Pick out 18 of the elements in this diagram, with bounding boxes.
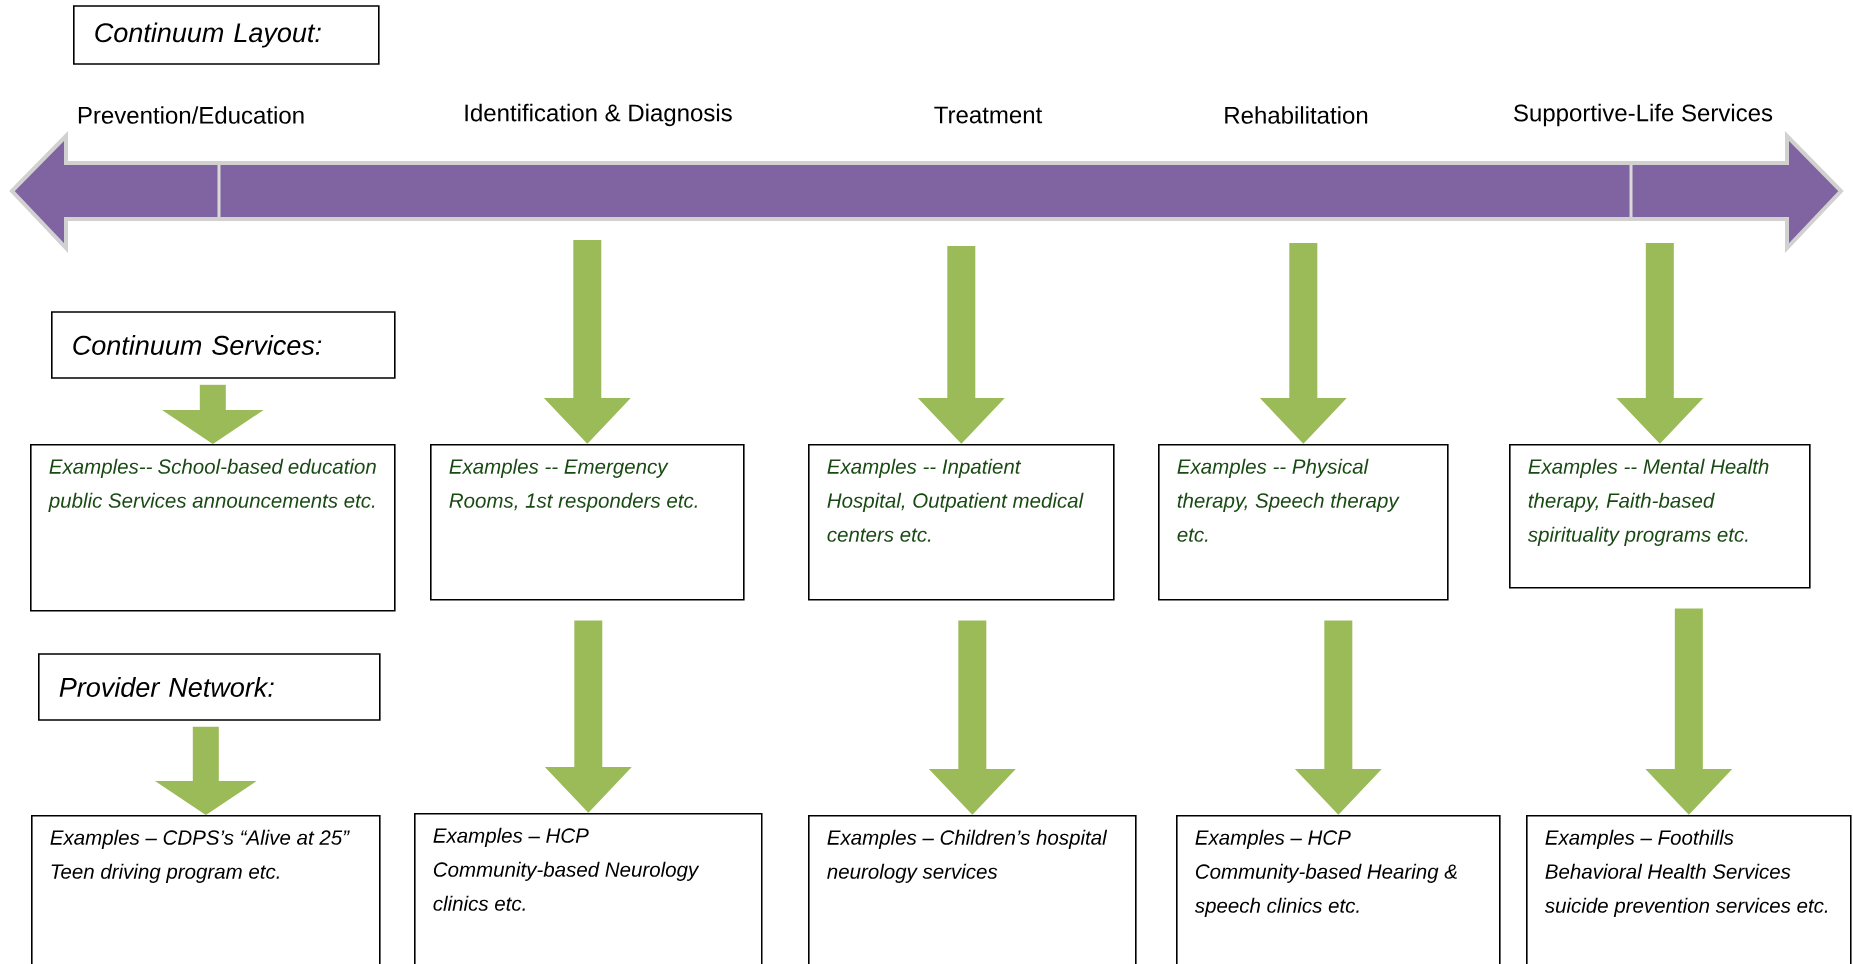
example-box: Examples – CDPS’s “Alive at 25” Teen driving program etc.: [31, 815, 381, 964]
example-box: Examples – HCP Community-based Hearing & speech clinics etc.: [1176, 815, 1501, 964]
heading-box: Continuum Services:: [51, 311, 396, 379]
example-box: Examples-- School-based education public Services announcements etc.: [30, 444, 396, 612]
heading-box: Continuum Layout:: [73, 5, 380, 65]
stage-label: Treatment: [934, 106, 1043, 124]
stage-label: Identification & Diagnosis: [465, 103, 732, 127]
example-box: Examples – HCP Community-based Neurology clinics etc.: [414, 813, 763, 964]
heading-box: Provider Network:: [38, 653, 381, 721]
example-box: Examples -- Emergency Rooms, 1st responders etc.: [430, 444, 745, 601]
stage-label: Rehabilitation: [1225, 106, 1368, 124]
stage-label: Supportive-Life Services: [1514, 103, 1773, 127]
example-box: Examples – Foothills Behavioral Health Services suicide prevention services etc.: [1526, 815, 1852, 964]
example-box: Examples -- Inpatient Hospital, Outpatient medical centers etc.: [808, 444, 1115, 601]
example-box: Examples -- Mental Health therapy, Faith-based spirituality programs etc.: [1509, 444, 1811, 589]
example-box: Examples – Children’s hospital neurology services: [808, 815, 1137, 964]
example-box: Examples -- Physical therapy, Speech therapy etc.: [1158, 444, 1449, 601]
stage-label: Prevention/Education: [78, 106, 304, 124]
